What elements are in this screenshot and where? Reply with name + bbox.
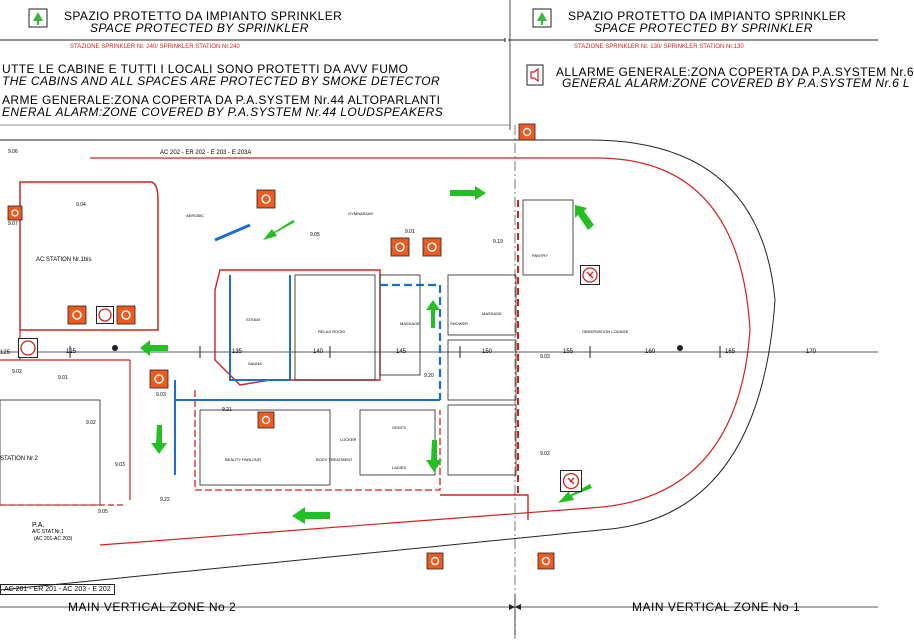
point-id: 9.02: [540, 451, 550, 457]
fire-hose-icon: [67, 305, 87, 325]
room-gym: GYMNASIUM: [348, 211, 373, 216]
point-id: 9.03: [156, 392, 166, 398]
sprinkler-symbol-icon: [28, 8, 48, 28]
legend-sprinkler-it-right: SPAZIO PROTETTO DA IMPIANTO SPRINKLER: [568, 9, 847, 23]
room-ladies: LADIES: [392, 465, 407, 470]
point-id: 9.04: [76, 202, 86, 208]
loudspeaker-symbol-icon: [526, 64, 544, 86]
bottom-ac-label: AC 201 - ER 201 - AC 203 - E 202: [0, 584, 115, 595]
manual-call-point-icon: [560, 470, 582, 492]
room-massage-2: MASSAGE: [482, 311, 502, 316]
room-ac-station: AC STATION Nr.1bis: [36, 257, 92, 263]
room-steam: STEAM: [246, 317, 260, 322]
pa-label-2: A/C STAT.Nr.1: [32, 529, 64, 535]
point-id: 9.01: [405, 229, 415, 235]
frame-number: 170: [806, 349, 817, 355]
sprinkler-station-label: STAZIONE SPRINKLER Nr. 240/ SPRINKLER ST…: [70, 44, 240, 50]
point-id: 9.07: [8, 221, 18, 227]
legend-sprinkler-en: SPACE PROTECTED BY SPRINKLER: [90, 21, 309, 35]
point-id: 9.02: [86, 420, 96, 426]
point-id: 9.06: [8, 149, 18, 155]
fire-hose-icon: [426, 552, 444, 570]
fire-hose-icon: [390, 237, 410, 257]
legend-alarm-en-right: GENERAL ALARM:ZONE COVERED BY P.A.SYSTEM…: [562, 76, 911, 90]
manual-call-point-icon: [96, 306, 114, 324]
legend-alarm-it-right: ALLARME GENERALE:ZONA COPERTA DA P.A.SYS…: [556, 65, 914, 79]
fire-hose-icon: [422, 237, 442, 257]
legend-sprinkler-it: SPAZIO PROTETTO DA IMPIANTO SPRINKLER: [64, 9, 343, 23]
point-id: 9.20: [424, 373, 434, 379]
ac-group-label: AC 202 - ER 202 - E 203 - E 203A: [160, 150, 252, 156]
room-aerobic: AEROBIC: [186, 213, 205, 218]
frame-ticks: [69, 346, 721, 358]
room-relax: RELAX ROOM: [318, 329, 345, 334]
frame-label: 125: [0, 350, 11, 356]
escape-arrows: [140, 186, 594, 524]
frame-number: 155: [563, 349, 574, 355]
point-id: 9.05: [98, 509, 108, 515]
sprinkler-symbol-icon: [532, 8, 552, 28]
fire-hose-icon: [518, 123, 536, 141]
fire-hose-icon: [537, 552, 555, 570]
legend-sprinkler-en-right: SPACE PROTECTED BY SPRINKLER: [594, 21, 813, 35]
frame-number: 135: [232, 349, 243, 355]
frame-number: 145: [396, 349, 407, 355]
zone-label-right: MAIN VERTICAL ZONE No 1: [632, 600, 801, 614]
room-beauty: BEAUTY PARLOUR: [225, 457, 262, 462]
point-id: 9.03: [540, 354, 550, 360]
deck-plan: 125: [0, 0, 878, 640]
room-shower: SHOWER: [450, 321, 468, 326]
point-id: 9.19: [493, 239, 503, 245]
room-gents: GENTS: [392, 425, 406, 430]
point-id: 9.02: [12, 369, 22, 375]
fire-hose-icon: [257, 411, 275, 429]
room-station2: STATION Nr.2: [0, 456, 38, 462]
fire-hose-icon: [149, 369, 169, 389]
point-id: 9.05: [310, 232, 320, 238]
room-lockers: LOCKER: [340, 437, 357, 442]
frame-number: 125: [66, 349, 77, 355]
sprinkler-station-label-right: STAZIONE SPRINKLER Nr. 130/ SPRINKLER ST…: [574, 44, 744, 50]
pa-label-1: P.A.: [32, 522, 45, 529]
manual-call-point-icon: [580, 265, 600, 285]
frame-number: 160: [645, 349, 656, 355]
room-massage: MASSAGE: [400, 321, 420, 326]
pa-label-3: (AC 201-AC 203): [34, 536, 73, 542]
fire-hose-icon: [7, 205, 23, 221]
legend-smoke-en: THE CABINS AND ALL SPACES ARE PROTECTED …: [2, 74, 441, 88]
legend-alarm-en: ENERAL ALARM:ZONE COVERED BY P.A.SYSTEM …: [2, 105, 444, 119]
point-id: 9.21: [222, 407, 232, 413]
point-id: 9.01: [58, 375, 68, 381]
room-observation: OBSERVATION LOUNGE: [582, 329, 629, 334]
legend-alarm-it: ARME GENERALE:ZONA COPERTA DA P.A.SYSTEM…: [2, 93, 441, 107]
room-body: BODY TREATMENT: [316, 457, 353, 462]
fire-hose-icon: [116, 305, 136, 325]
room-pantry: PANTRY: [532, 253, 548, 258]
fire-hose-icon: [256, 189, 276, 209]
frame-number: 150: [482, 349, 493, 355]
zone-dimension-line: [0, 595, 878, 635]
manual-call-point-icon: [18, 338, 38, 358]
zone-label-left: MAIN VERTICAL ZONE No 2: [68, 600, 237, 614]
frame-number: 140: [313, 349, 324, 355]
frame-number: 165: [725, 349, 736, 355]
room-sauna: SAUNA: [248, 361, 262, 366]
point-id: 9.03: [115, 462, 125, 468]
point-id: 9.22: [160, 497, 170, 503]
legend-smoke-it: UTTE LE CABINE E TUTTI I LOCALI SONO PRO…: [2, 62, 409, 76]
